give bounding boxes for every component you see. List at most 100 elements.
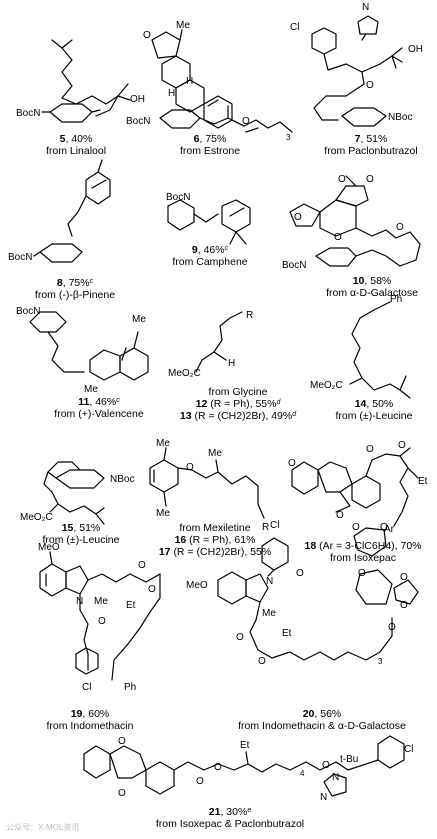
atom-label-11-me2: Me — [84, 384, 98, 395]
atom-label-15-nboc: NBoc — [110, 474, 134, 485]
structure-20 — [217, 527, 419, 661]
atom-label-20-me: Me — [262, 608, 276, 619]
atom-label-16-me3: Me — [208, 448, 222, 459]
caption-14: 14, 50% from (±)-Leucine — [335, 398, 413, 422]
atom-label-7-n: N — [362, 2, 369, 13]
caption-20: 20, 56% from Indomethacin & α-D-Galactos… — [238, 708, 406, 732]
atom-label-20-o9: O — [388, 622, 396, 633]
atom-label-11-me1: Me — [132, 314, 146, 325]
caption-9: 9, 46%c from Camphene — [172, 244, 248, 268]
structure-21 — [83, 735, 405, 797]
caption-11: 11, 46%c from (+)-Valencene — [54, 396, 144, 420]
structure-12-13 — [195, 311, 243, 373]
caption-6: 6, 75% from Estrone — [179, 133, 241, 157]
atom-label-7-oh: OH — [408, 44, 423, 55]
atom-label-20-o6: O — [358, 568, 366, 579]
atom-label-6-bocn: BocN — [126, 116, 150, 127]
atom-label-21-o2: O — [118, 788, 126, 799]
atom-label-20-o7: O — [400, 572, 408, 583]
atom-label-18-o3: O — [366, 444, 374, 455]
atom-label-20-three: 3 — [378, 657, 383, 666]
atom-label-14-meo2c: MeO₂C — [310, 380, 343, 391]
atom-label-18-et: Et — [418, 476, 428, 487]
atom-label-9-bocn: BocN — [166, 192, 190, 203]
atom-label-10-o3: O — [294, 212, 302, 223]
atom-label-20-n: N — [266, 576, 273, 587]
structure-6 — [151, 29, 293, 133]
atom-label-19-meo: MeO — [38, 542, 60, 553]
atom-label-10-o1: O — [338, 174, 346, 185]
atom-label-20-meo: MeO — [186, 580, 208, 591]
atom-label-16-r: R — [262, 522, 269, 533]
atom-label-20-o4: O — [352, 522, 360, 533]
atom-label-8-bocn: BocN — [8, 252, 32, 263]
atom-label-20-et: Et — [282, 628, 292, 639]
atom-label-20-o5: O — [380, 522, 388, 533]
atom-label-7-cl: Cl — [290, 22, 299, 33]
atom-label-18-ar: Ar — [384, 524, 395, 535]
caption-16-17: from Mexiletine 16 (R = Ph), 61% 17 (R =… — [158, 522, 272, 558]
atom-label-21-four: 4 — [300, 769, 305, 778]
atom-label-20-cl: Cl — [270, 520, 279, 531]
caption-7: 7, 51% from Paclonbutrazol — [324, 133, 418, 157]
atom-label-16-me1: Me — [156, 438, 170, 449]
atom-label-5-bocn: BocN — [16, 108, 40, 119]
atom-label-6-o-ether: O — [242, 116, 250, 127]
atom-label-21-o3: O — [196, 776, 204, 787]
structure-16-17 — [149, 447, 265, 519]
atom-label-7-nboc: NBoc — [388, 112, 412, 123]
atom-label-19-et: Et — [126, 600, 136, 611]
atom-label-10-o5: O — [396, 222, 404, 233]
atom-label-21-n2: N — [320, 792, 327, 803]
caption-8: 8, 75%c from (-)-β-Pinene — [34, 277, 116, 301]
atom-label-19-ph: Ph — [124, 682, 136, 693]
atom-label-21-cl: Cl — [404, 744, 413, 755]
atom-label-19-o2: O — [138, 560, 146, 571]
atom-label-6-o: O — [143, 30, 151, 41]
atom-label-12-r: R — [246, 310, 253, 321]
atom-label-21-tbu: t-Bu — [340, 754, 358, 765]
atom-label-15-meo2c: MeO₂C — [20, 512, 53, 523]
structure-9 — [167, 199, 251, 245]
atom-label-6-h1: H — [168, 88, 175, 99]
atom-label-18-o4: O — [398, 440, 406, 451]
caption-12-13: from Glycine 12 (R = Ph), 55%d 13 (R = (… — [179, 386, 297, 422]
atom-label-19-o3: O — [148, 584, 156, 595]
atom-label-21-o1: O — [118, 736, 126, 747]
structure-19 — [39, 551, 161, 681]
atom-label-16-me2: Me — [156, 508, 170, 519]
structure-8 — [33, 159, 111, 263]
atom-label-20-o1: O — [296, 568, 304, 579]
structure-10 — [289, 175, 421, 267]
atom-label-7-o: O — [366, 80, 374, 91]
atom-label-12-h: H — [228, 358, 235, 369]
caption-15: 15, 51% from (±)-Leucine — [42, 522, 120, 546]
caption-19: 19, 60% from Indomethacin — [46, 708, 134, 732]
atom-label-21-o5: O — [322, 760, 330, 771]
caption-18: 18 (Ar = 3-ClC6H4), 70% from Isoxepac — [304, 540, 422, 564]
atom-label-21-n1: N — [332, 772, 339, 783]
atom-label-21-et: Et — [240, 740, 250, 751]
structure-15 — [43, 461, 105, 525]
atom-label-16-o: O — [186, 462, 194, 473]
atom-label-11-bocn: BocN — [16, 306, 40, 317]
atom-label-12-meo2c: MeO₂C — [168, 368, 201, 379]
atom-label-18-o2: O — [336, 510, 344, 521]
atom-label-18-o1: O — [288, 458, 296, 469]
atom-label-19-n: N — [76, 596, 83, 607]
atom-label-6-three: 3 — [286, 133, 291, 142]
atom-label-6-me: Me — [176, 20, 190, 31]
caption-5: 5, 40% from Linalool — [45, 133, 107, 157]
caption-21: 21, 30%e from Isoxepac & Paclonbutrazol — [155, 806, 305, 830]
atom-label-19-cl: Cl — [82, 682, 91, 693]
atom-label-21-o4: O — [214, 762, 222, 773]
atom-label-6-h2: H — [186, 76, 193, 87]
atom-label-10-bocn: BocN — [282, 260, 306, 271]
atom-label-20-o3: O — [258, 656, 266, 667]
structure-18 — [291, 447, 419, 527]
atom-label-5-oh: OH — [130, 94, 145, 105]
atom-label-20-o2: O — [236, 632, 244, 643]
atom-label-19-o1: O — [98, 616, 106, 627]
atom-label-10-o2: O — [366, 174, 374, 185]
